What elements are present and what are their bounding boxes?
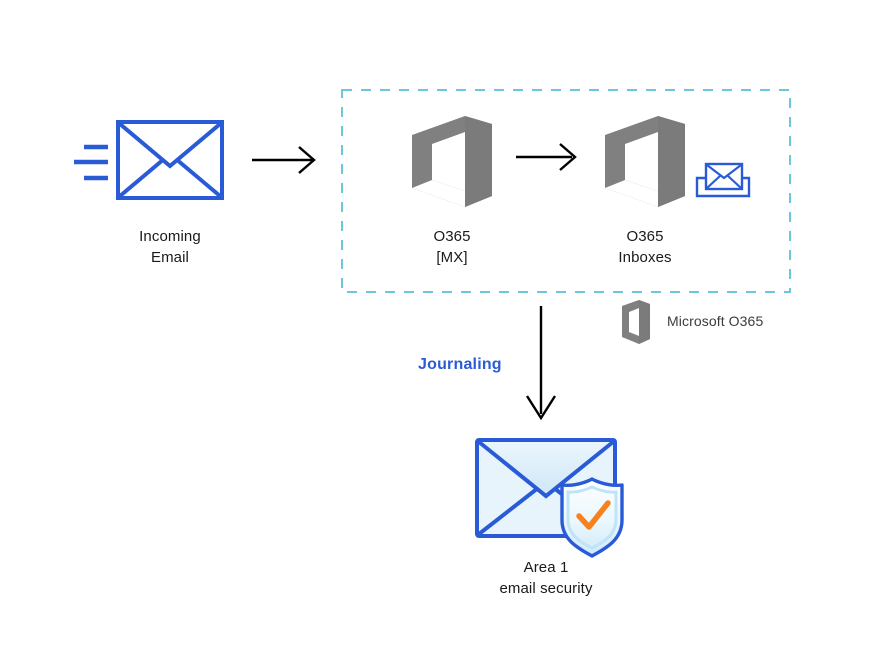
office365-logo-icon-legend xyxy=(622,300,650,344)
motion-lines-icon xyxy=(74,144,108,181)
arrow-incoming-to-mx xyxy=(252,146,316,174)
o365-mx-label: O365 [MX] xyxy=(433,228,471,266)
office365-logo-icon-inboxes xyxy=(605,116,685,207)
o365-inboxes-label: O365 Inboxes xyxy=(618,228,672,266)
arrow-inboxes-to-area1 xyxy=(525,306,557,421)
arrow-mx-to-inboxes xyxy=(516,143,577,171)
area1-email-security-label: Area 1 email security xyxy=(499,559,593,597)
envelope-icon xyxy=(116,120,224,200)
incoming-email-label: Incoming Email xyxy=(139,228,201,266)
office365-logo-icon-mx xyxy=(412,116,492,207)
journaling-edge-label: Journaling xyxy=(418,356,502,373)
legend-microsoft-o365-label: Microsoft O365 xyxy=(667,313,764,329)
inbox-tray-icon xyxy=(695,162,751,198)
shielded-envelope-icon xyxy=(475,438,624,558)
